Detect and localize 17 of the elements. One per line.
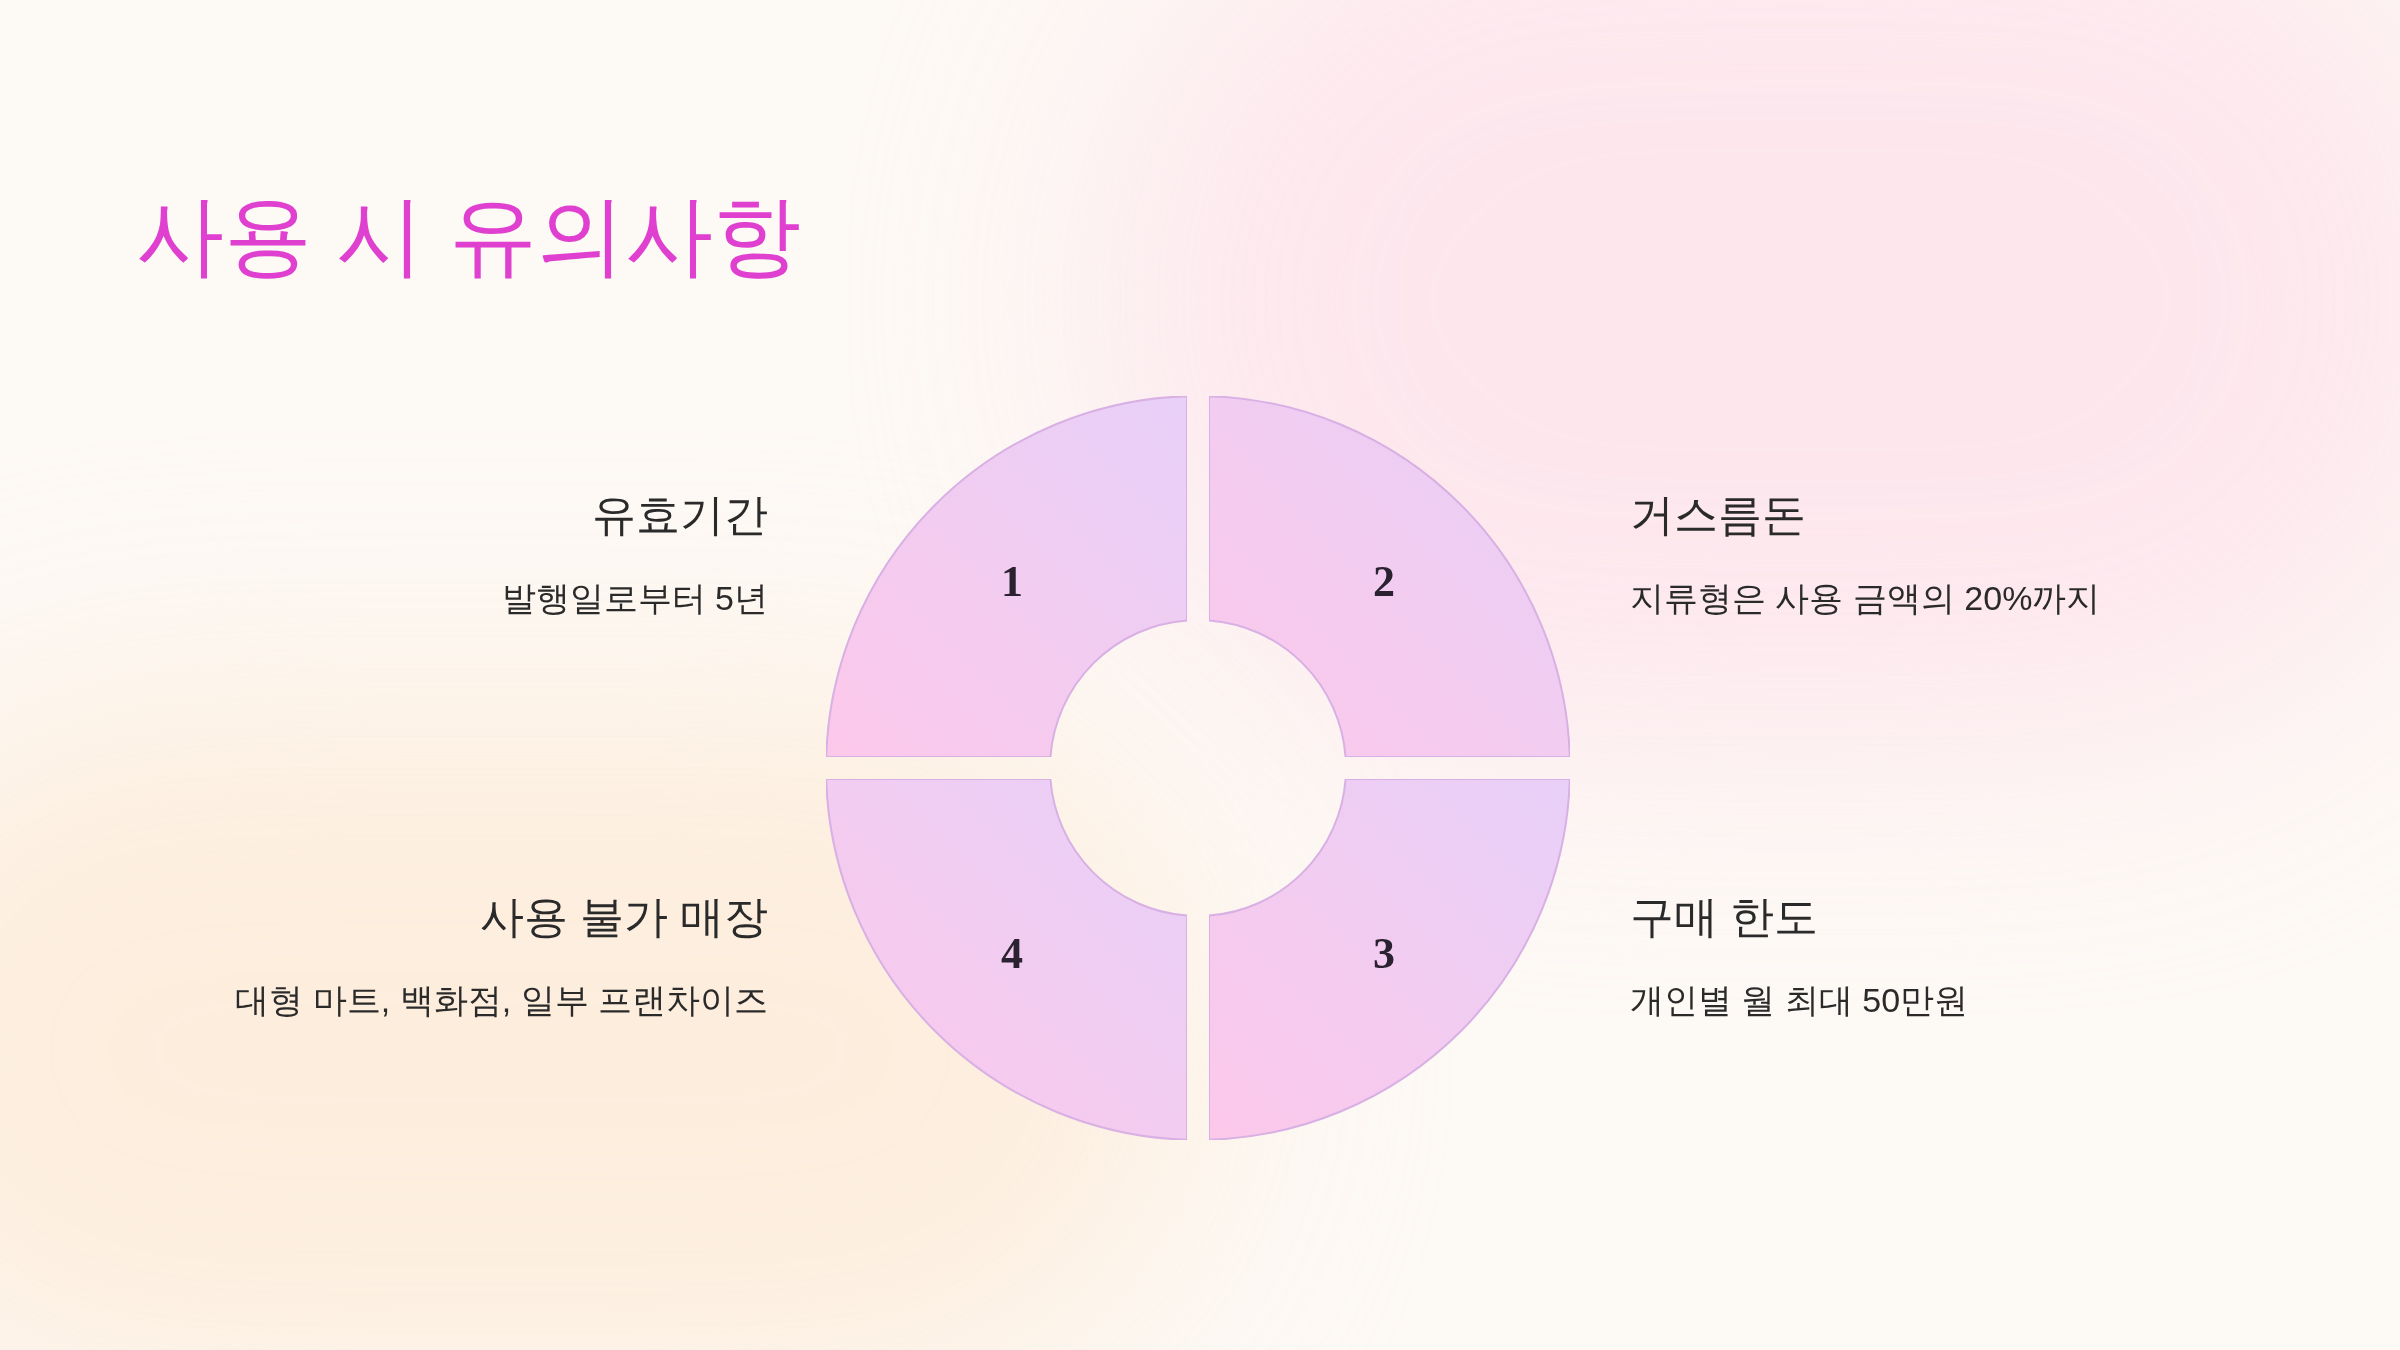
item-description: 개인별 월 최대 50만원: [1630, 983, 1969, 1017]
item-heading: 사용 불가 매장: [479, 895, 768, 939]
quadrant-segment: [826, 396, 1187, 757]
item-heading: 유효기간: [592, 493, 768, 537]
segment-number: 2: [1373, 560, 1395, 604]
item-description: 발행일로부터 5년: [501, 581, 768, 615]
segment-number: 3: [1373, 932, 1395, 976]
item-heading: 거스름돈: [1630, 493, 1806, 537]
quadrant-segment: [1209, 779, 1570, 1140]
quadrant-segment: [826, 779, 1187, 1140]
item-heading: 구매 한도: [1630, 895, 1819, 939]
item-description: 지류형은 사용 금액의 20%까지: [1630, 581, 2101, 615]
title: 사용 시 유의사항: [136, 192, 801, 280]
segment-number: 1: [1001, 560, 1023, 604]
segment-number: 4: [1001, 932, 1023, 976]
quadrant-segment: [1209, 396, 1570, 757]
item-description: 대형 마트, 백화점, 일부 프랜차이즈: [235, 983, 768, 1017]
